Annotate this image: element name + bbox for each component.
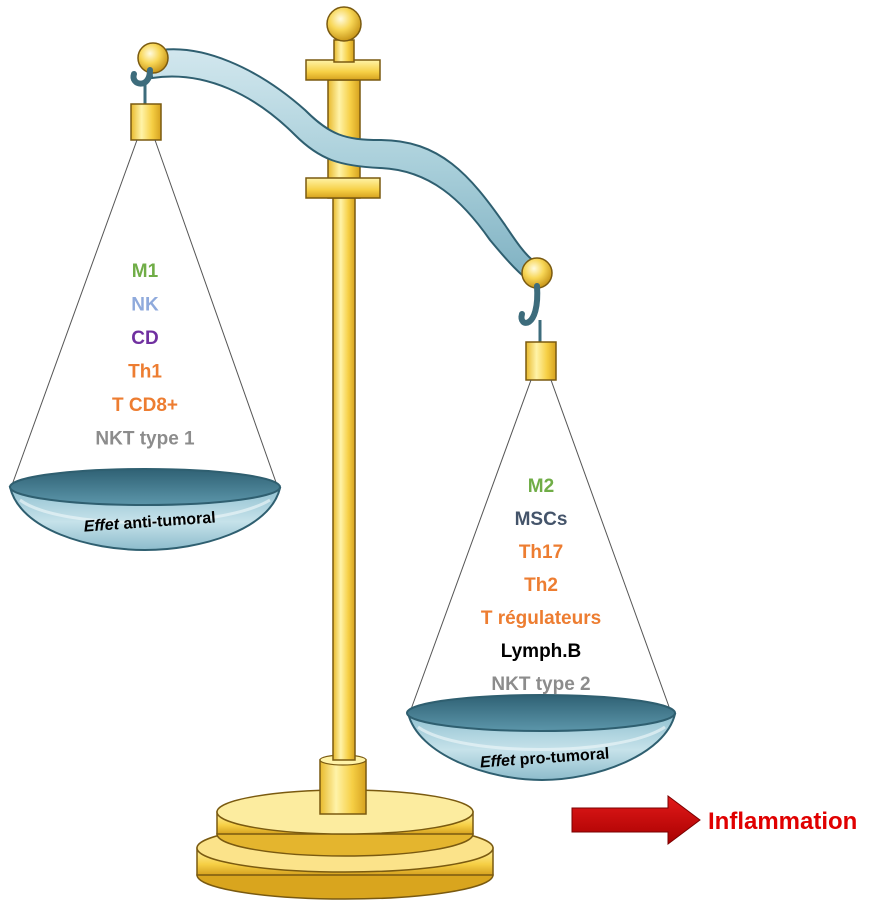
cell-label: M2 bbox=[528, 476, 554, 497]
cell-label: Th2 bbox=[524, 575, 558, 596]
cell-label: CD bbox=[131, 328, 158, 349]
right-arrow-icon bbox=[571, 795, 701, 845]
scale-beam bbox=[137, 42, 553, 289]
inflammation-label: Inflammation bbox=[708, 808, 857, 835]
cell-label: NKT type 1 bbox=[95, 429, 195, 450]
right-pan-caption: Effet pro-tumoral bbox=[480, 746, 610, 772]
right-hanger bbox=[409, 283, 673, 716]
cell-label: NKT type 2 bbox=[491, 674, 590, 695]
right-pan: Effet pro-tumoral bbox=[406, 694, 677, 782]
cell-label: T régulateurs bbox=[481, 608, 601, 629]
left-hanger bbox=[11, 67, 279, 489]
cell-label: M1 bbox=[132, 261, 159, 282]
inflammation-outcome: Inflammation bbox=[571, 795, 857, 845]
cell-label: MSCs bbox=[515, 509, 568, 530]
cell-label: Th1 bbox=[128, 362, 162, 383]
cell-label: Th17 bbox=[519, 542, 563, 563]
left-pan-caption: Effet anti-tumoral bbox=[83, 509, 216, 535]
cell-label: T CD8+ bbox=[112, 395, 178, 416]
right-pan-caption-type: pro-tumoral bbox=[515, 746, 610, 770]
right-pan-caption-effect: Effet bbox=[480, 752, 517, 771]
cell-label: Lymph.B bbox=[501, 641, 582, 662]
cell-label: NK bbox=[131, 295, 159, 316]
scale-base bbox=[196, 754, 494, 900]
left-pan-caption-type: anti-tumoral bbox=[118, 509, 216, 533]
left-pan: Effet anti-tumoral bbox=[8, 468, 282, 552]
column-caps bbox=[305, 6, 381, 199]
left-pan-caption-effect: Effet bbox=[83, 516, 120, 535]
